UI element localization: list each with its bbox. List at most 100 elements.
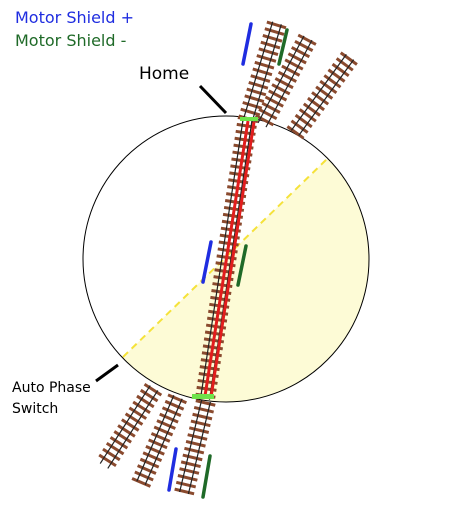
track-tie — [180, 460, 201, 469]
track-tie — [339, 51, 358, 66]
track-tie — [174, 487, 195, 496]
track-tie — [250, 74, 271, 83]
track-tie — [164, 399, 185, 411]
track-tie — [244, 94, 265, 103]
plus-mark-top — [241, 22, 253, 66]
track-tie — [113, 430, 132, 444]
track-tie — [294, 113, 313, 129]
track-tie — [185, 440, 206, 448]
track-tie — [262, 34, 283, 43]
track-tie — [258, 108, 278, 121]
track-tie — [266, 20, 287, 30]
track-top-3 — [286, 51, 358, 140]
track-tie — [277, 70, 297, 83]
track-tie — [311, 91, 330, 106]
track-tie — [184, 446, 205, 455]
track-tie — [258, 47, 279, 57]
track-tie — [117, 424, 136, 438]
track-tie — [136, 394, 155, 409]
track-tie — [145, 444, 165, 456]
track-tie — [167, 393, 187, 405]
track-tie — [109, 436, 129, 450]
track-rail — [187, 401, 211, 495]
track-tie — [256, 54, 277, 63]
track-tie — [331, 62, 350, 78]
track-tie — [182, 453, 203, 462]
plus-mark-bottom — [167, 447, 178, 492]
auto-phase-line-2: Switch — [12, 401, 59, 417]
home-leader-line — [198, 84, 228, 115]
track-tie — [156, 419, 176, 430]
track-rail — [199, 116, 245, 399]
track-tie — [139, 388, 159, 403]
track-tie — [302, 102, 321, 117]
track-top-2 — [254, 33, 317, 128]
track-tie — [153, 425, 174, 437]
auto-phase-switch-label: Auto Phase Switch — [12, 378, 91, 420]
track-tie — [286, 125, 305, 140]
track-tie — [261, 101, 281, 114]
track-tie — [139, 457, 160, 469]
track-tie — [290, 46, 311, 59]
track-tie — [315, 85, 334, 100]
track-tie — [143, 383, 163, 397]
track-rail — [144, 398, 183, 486]
track-bottom-3 — [174, 399, 216, 496]
track-tie — [248, 80, 269, 90]
track-tie — [161, 406, 182, 418]
track-tie — [187, 433, 208, 441]
bridge-rail-left — [203, 120, 250, 397]
track-tie — [195, 399, 216, 407]
track-tie — [124, 412, 144, 426]
track-tie — [271, 83, 291, 96]
track-tie — [335, 57, 354, 72]
track-tie — [142, 451, 163, 463]
track-rail — [257, 35, 305, 124]
track-tie — [134, 470, 154, 482]
track-rail — [242, 21, 274, 122]
track-tie — [252, 67, 273, 77]
legend-minus-label: Motor Shield - — [15, 31, 127, 50]
track-rail — [265, 39, 313, 128]
track-tie — [264, 95, 284, 108]
track-tie — [131, 477, 152, 488]
track-tie — [193, 405, 214, 414]
track-tie — [327, 68, 346, 83]
track-tie — [188, 426, 210, 434]
track-tie — [254, 114, 275, 127]
track-tie — [284, 58, 304, 71]
track-tie — [102, 447, 121, 462]
track-tie — [260, 40, 281, 50]
track-tie — [254, 60, 275, 70]
turntable-outline — [82, 115, 370, 403]
track-rail — [179, 399, 203, 493]
track-bottom-2 — [131, 393, 187, 488]
track-tie — [190, 419, 211, 428]
bridge-end-top — [240, 117, 258, 121]
track-rail — [290, 54, 347, 131]
track-tie — [128, 406, 148, 420]
track-tie — [307, 96, 325, 112]
track-tie — [323, 74, 342, 89]
track-tie — [268, 89, 288, 102]
track-tie — [132, 400, 151, 415]
track-bottom-1 — [98, 383, 163, 469]
track-tie — [281, 64, 301, 77]
track-rail — [250, 24, 282, 125]
bridge-end-markers — [192, 117, 258, 399]
track-tie — [150, 432, 171, 443]
legend-plus-label: Motor Shield + — [15, 8, 134, 27]
track-tie — [177, 474, 198, 482]
track-tie — [148, 438, 168, 450]
track-tie — [192, 412, 213, 421]
track-tie — [179, 467, 200, 475]
track-tie — [98, 453, 117, 468]
track-tie — [159, 412, 179, 424]
polarity-marks — [167, 22, 289, 499]
track-tie — [274, 77, 294, 90]
auto-phase-leader-line — [95, 363, 119, 383]
track-rail — [99, 385, 151, 464]
minus-mark-top — [277, 28, 289, 66]
